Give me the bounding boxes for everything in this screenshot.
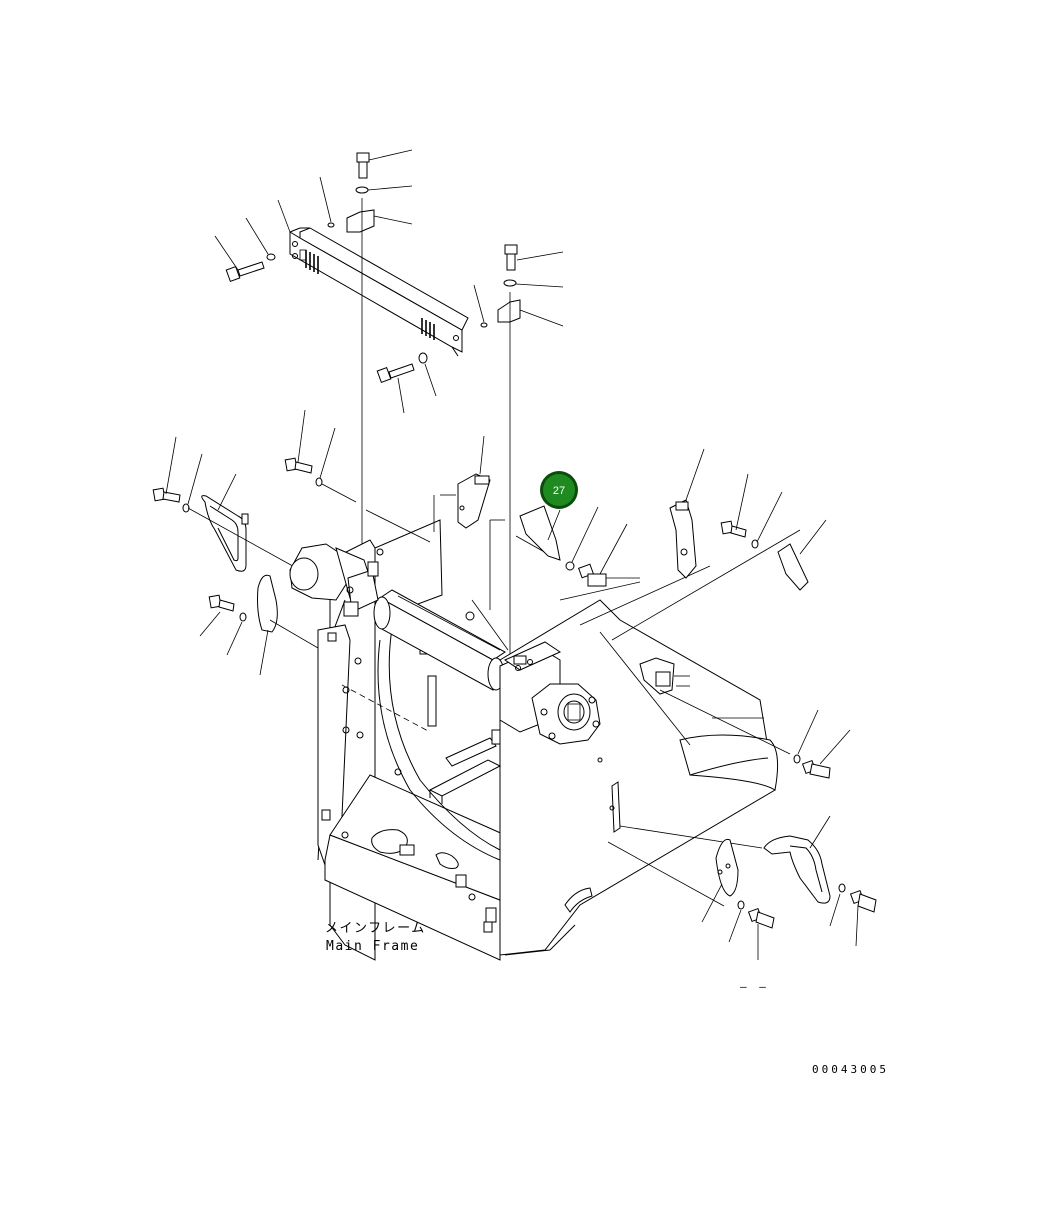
hatch-right	[421, 318, 435, 340]
mid-bolt	[376, 352, 437, 414]
dash-mark: – –	[740, 980, 769, 993]
right-hub	[531, 683, 601, 745]
left-bolt-3	[199, 574, 331, 676]
top-bolt-1	[319, 149, 413, 233]
right-bolts-upper	[720, 473, 827, 591]
lower-right-handle	[607, 815, 877, 947]
left-hub	[289, 543, 384, 617]
callout-27-label: 27	[553, 485, 565, 497]
bracket-27	[519, 505, 628, 587]
top-cross-member	[289, 227, 469, 357]
right-bracket	[669, 448, 705, 579]
right-bolt-lower-1	[793, 709, 851, 779]
left-handle-assembly	[152, 436, 301, 572]
center-bracket-left	[457, 435, 509, 651]
right-mount	[639, 657, 791, 755]
lower-right-plate	[701, 838, 775, 960]
frame-label-en: Main Frame	[326, 939, 419, 954]
drawing-code: 00043005	[812, 1063, 889, 1076]
main-frame-body	[317, 519, 779, 961]
top-left-bolt	[214, 199, 291, 282]
top-bolt-2	[473, 244, 564, 328]
frame-label-jp: メインフレーム	[325, 921, 426, 936]
callout-27[interactable]: 27	[540, 471, 578, 509]
cross-tube	[373, 589, 506, 691]
left-bolt-2	[284, 409, 357, 503]
hatch-left	[305, 250, 319, 274]
